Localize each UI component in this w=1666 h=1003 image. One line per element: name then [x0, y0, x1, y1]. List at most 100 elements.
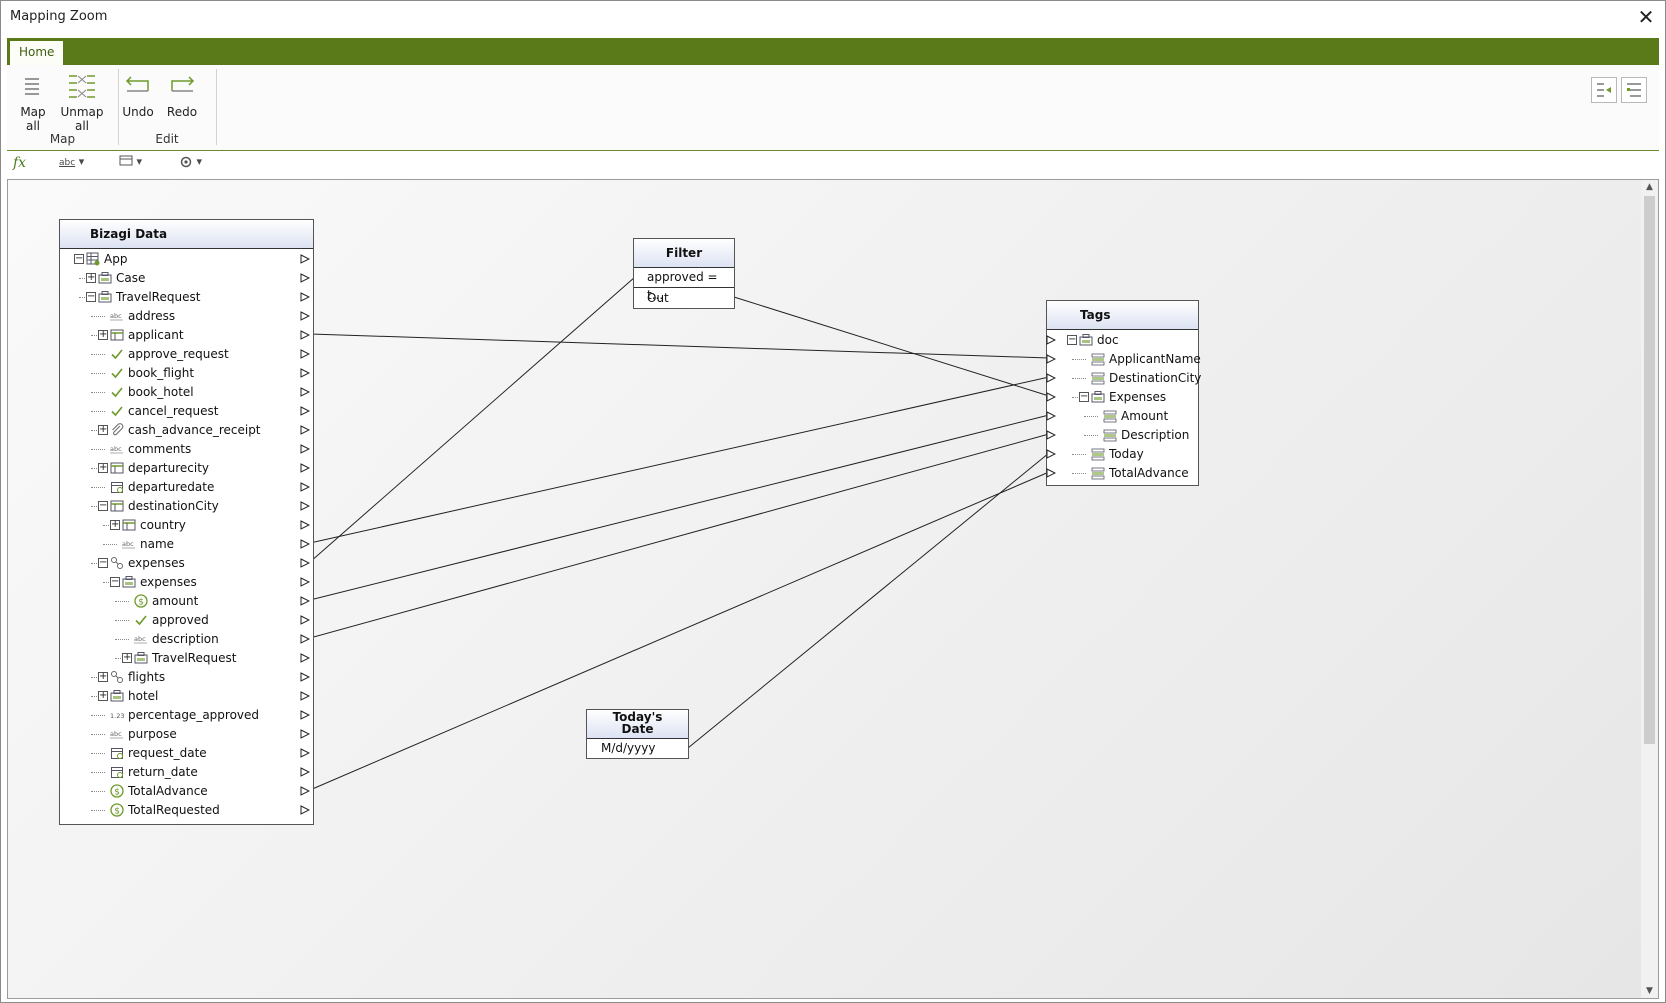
collapse-toggle[interactable]: − — [74, 253, 84, 264]
connector-port-icon[interactable] — [300, 596, 310, 606]
tree-row[interactable]: +country — [60, 516, 313, 535]
connector-port-icon[interactable] — [300, 406, 310, 416]
text-format-dropdown[interactable]: abc ▾ — [59, 155, 84, 173]
connector-port-icon[interactable] — [300, 273, 310, 283]
tree-row[interactable]: +hotel — [60, 687, 313, 706]
tree-row[interactable]: +Case — [60, 269, 313, 288]
tree-row[interactable]: +applicant — [60, 326, 313, 345]
connector-port-icon[interactable] — [300, 767, 310, 777]
scroll-down-arrow[interactable]: ▼ — [1646, 986, 1653, 996]
connector-port-icon[interactable] — [300, 349, 310, 359]
connector-port-icon[interactable] — [300, 729, 310, 739]
connector-port-icon[interactable] — [300, 577, 310, 587]
function-button[interactable]: fx — [13, 155, 27, 171]
tree-row[interactable]: departuredate — [60, 478, 313, 497]
tree-row[interactable]: −expenses — [60, 573, 313, 592]
tree-row[interactable]: return_date — [60, 763, 313, 782]
unmap-all-button[interactable]: Unmap all — [57, 71, 107, 133]
connector-port-icon[interactable] — [1046, 430, 1056, 440]
connector-port-icon[interactable] — [300, 292, 310, 302]
view-compact-toggle[interactable] — [1591, 77, 1617, 103]
expand-toggle[interactable]: + — [98, 671, 108, 682]
tree-row[interactable]: −expenses — [60, 554, 313, 573]
tree-row[interactable]: +TravelRequest — [60, 649, 313, 668]
connector-port-icon[interactable] — [300, 368, 310, 378]
tree-row[interactable]: +flights — [60, 668, 313, 687]
tree-row[interactable]: cancel_request — [60, 402, 313, 421]
connector-port-icon[interactable] — [300, 254, 310, 264]
connector-port-icon[interactable] — [300, 786, 310, 796]
connector-port-icon[interactable] — [300, 615, 310, 625]
connector-port-icon[interactable] — [300, 444, 310, 454]
tree-row[interactable]: $TotalAdvance — [60, 782, 313, 801]
tab-home[interactable]: Home — [9, 40, 65, 65]
connector-port-icon[interactable] — [1046, 335, 1056, 345]
tree-row[interactable]: book_flight — [60, 364, 313, 383]
tree-row[interactable]: $amount — [60, 592, 313, 611]
connector-port-icon[interactable] — [300, 330, 310, 340]
tree-row[interactable]: Today — [1046, 445, 1198, 464]
tree-row[interactable]: −destinationCity — [60, 497, 313, 516]
collapse-toggle[interactable]: − — [86, 291, 96, 302]
tree-row[interactable]: DestinationCity — [1046, 369, 1201, 388]
collapse-toggle[interactable]: − — [1079, 391, 1089, 402]
tree-row[interactable]: TotalAdvance — [1046, 464, 1198, 483]
expand-toggle[interactable]: + — [122, 652, 132, 663]
connector-port-icon[interactable] — [1046, 354, 1056, 364]
connector-port-icon[interactable] — [300, 748, 310, 758]
expand-toggle[interactable]: + — [98, 462, 108, 473]
tree-row[interactable]: −doc — [1046, 331, 1198, 350]
function-dropdown[interactable]: ▾ — [119, 155, 142, 173]
connector-port-icon[interactable] — [300, 387, 310, 397]
settings-dropdown[interactable]: ▾ — [179, 155, 202, 173]
tree-row[interactable]: $TotalRequested — [60, 801, 313, 820]
view-expanded-toggle[interactable] — [1621, 77, 1647, 103]
scrollbar-thumb[interactable] — [1644, 196, 1655, 744]
vertical-scrollbar[interactable]: ▲ ▼ — [1641, 180, 1658, 998]
tree-row[interactable]: −App — [60, 250, 313, 269]
expand-toggle[interactable]: + — [98, 329, 108, 340]
connector-port-icon[interactable] — [300, 520, 310, 530]
tree-row[interactable]: +cash_advance_receipt — [60, 421, 313, 440]
collapse-toggle[interactable]: − — [98, 557, 108, 568]
expand-toggle[interactable]: + — [86, 272, 96, 283]
close-button[interactable]: ✕ — [1637, 5, 1655, 29]
tree-row[interactable]: book_hotel — [60, 383, 313, 402]
expand-toggle[interactable]: + — [98, 690, 108, 701]
map-all-button[interactable]: Map all — [13, 71, 53, 133]
connector-port-icon[interactable] — [300, 634, 310, 644]
redo-button[interactable]: Redo — [164, 71, 200, 119]
tree-row[interactable]: Description — [1046, 426, 1198, 445]
connector-port-icon[interactable] — [300, 482, 310, 492]
connector-port-icon[interactable] — [1046, 411, 1056, 421]
connector-port-icon[interactable] — [300, 691, 310, 701]
connector-port-icon[interactable] — [1046, 449, 1056, 459]
connector-port-icon[interactable] — [1046, 373, 1056, 383]
connector-port-icon[interactable] — [1046, 468, 1056, 478]
filter-condition[interactable]: approved = t... — [634, 268, 734, 302]
connector-port-icon[interactable] — [300, 558, 310, 568]
connector-port-icon[interactable] — [300, 311, 310, 321]
scroll-up-arrow[interactable]: ▲ — [1646, 182, 1653, 192]
connector-port-icon[interactable] — [300, 672, 310, 682]
connector-port-icon[interactable] — [300, 463, 310, 473]
collapse-toggle[interactable]: − — [1067, 334, 1077, 345]
collapse-toggle[interactable]: − — [110, 576, 120, 587]
tree-row[interactable]: request_date — [60, 744, 313, 763]
connector-port-icon[interactable] — [1046, 392, 1056, 402]
collapse-toggle[interactable]: − — [98, 500, 108, 511]
expand-toggle[interactable]: + — [110, 519, 120, 530]
tree-row[interactable]: +departurecity — [60, 459, 313, 478]
expand-toggle[interactable]: + — [98, 424, 108, 435]
tree-row[interactable]: approve_request — [60, 345, 313, 364]
tree-row[interactable]: approved — [60, 611, 313, 630]
connector-port-icon[interactable] — [300, 425, 310, 435]
connector-port-icon[interactable] — [300, 710, 310, 720]
todays-date-node[interactable]: Today's Date M/d/yyyy — [586, 709, 689, 759]
